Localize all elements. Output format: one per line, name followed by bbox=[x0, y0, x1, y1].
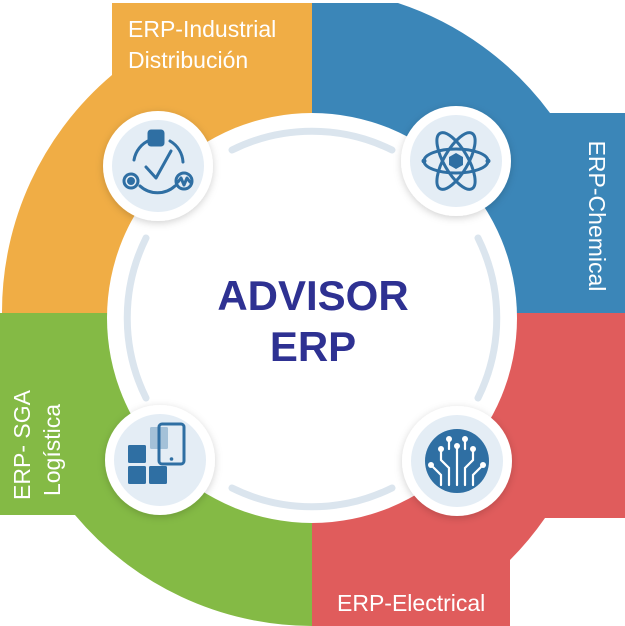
label-logistica-line1: ERP- SGA bbox=[9, 389, 35, 500]
label-electrical: ERP-Electrical bbox=[337, 590, 486, 616]
center-disc bbox=[107, 113, 517, 523]
circuit-icon bbox=[425, 429, 489, 493]
cycle-check-icon bbox=[122, 129, 194, 195]
label-logistica-line2: Logística bbox=[39, 404, 65, 496]
icon-circle-industrial[interactable] bbox=[103, 111, 213, 221]
boxes-tablet-icon bbox=[128, 422, 186, 484]
label-industrial-line1: ERP-Industrial bbox=[128, 16, 277, 42]
center-title-line1: ADVISOR bbox=[217, 272, 409, 319]
inner-ring bbox=[123, 127, 501, 511]
center-title-line2: ERP bbox=[269, 323, 357, 370]
label-industrial-line2: Distribución bbox=[128, 47, 249, 73]
label-chemical: ERP-Chemical bbox=[584, 141, 610, 292]
atom-icon bbox=[421, 131, 491, 191]
